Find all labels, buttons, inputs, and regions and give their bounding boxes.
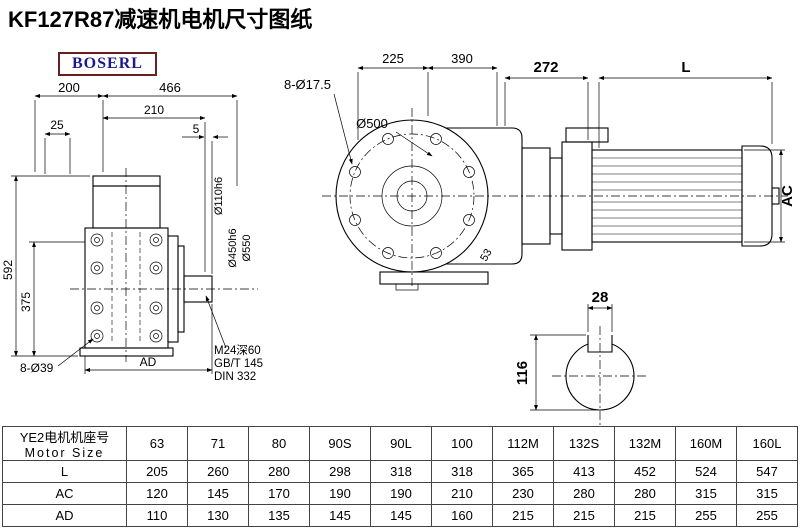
column-header: 63 (126, 426, 188, 461)
flange-bolt-holes-label: 8-Ø17.5 (284, 77, 331, 92)
flange-bolt-holes (349, 133, 475, 259)
table-cell: 170 (248, 482, 310, 505)
table-cell: 145 (187, 482, 249, 505)
tap-note-line2: GB/T 145 (214, 358, 263, 370)
tap-note-line3: DIN 332 (214, 371, 256, 383)
fan-cowl (741, 145, 773, 247)
dim-label-ad: AD (140, 355, 157, 369)
table-header-row: YE2电机机座号 Motor Size 63 71 80 90S 90L 100… (2, 426, 798, 461)
column-header: 112M (492, 426, 554, 461)
page-title: KF127R87减速机电机尺寸图纸 (8, 7, 313, 32)
dim-label-466: 466 (159, 80, 181, 95)
dim-label-210: 210 (144, 103, 164, 117)
dim-label-225: 225 (382, 51, 404, 66)
side-view-drawing: 53 2 (284, 51, 796, 291)
dim-label-53: 53 (478, 247, 495, 264)
table-cell: 145 (370, 504, 432, 527)
table-cell: 260 (187, 460, 249, 483)
front-bolt-holes-label: 8-Ø39 (20, 361, 54, 375)
dim-label-25: 25 (50, 118, 64, 132)
table-row-ad: AD 110 130 135 145 145 160 215 215 215 2… (2, 504, 798, 527)
dim-label-5: 5 (193, 122, 200, 136)
dim-label-592: 592 (1, 260, 15, 280)
shaft-height-dim-label: 116 (514, 361, 531, 385)
table-cell: 110 (126, 504, 188, 527)
terminal-box (565, 127, 609, 143)
table-cell: 547 (736, 460, 798, 483)
header-cn: YE2电机机座号 (19, 430, 110, 445)
column-header: 90S (309, 426, 371, 461)
front-view-drawing: 200 466 210 5 25 592 375 8-Ø39 (1, 80, 263, 383)
motor-diameter-dim-label: AC (779, 185, 796, 207)
table-cell: 318 (370, 460, 432, 483)
column-header: 132S (553, 426, 615, 461)
table-cell: 280 (614, 482, 676, 505)
column-header: 90L (370, 426, 432, 461)
motor-size-table: YE2电机机座号 Motor Size 63 71 80 90S 90L 100… (2, 426, 798, 527)
table-cell: 255 (736, 504, 798, 527)
column-header: 160L (736, 426, 798, 461)
table-cell: 160 (431, 504, 493, 527)
dim-label-375: 375 (19, 292, 33, 312)
table-cell: 315 (675, 482, 737, 505)
tap-note-line1: M24深60 (214, 343, 261, 357)
column-header: 160M (675, 426, 737, 461)
table-cell: 145 (309, 504, 371, 527)
row-label: AD (2, 504, 127, 527)
header-en: Motor Size (24, 446, 105, 460)
brand-logo: BOSERL (58, 52, 157, 76)
table-header-cell: YE2电机机座号 Motor Size (2, 426, 127, 461)
table-cell: 215 (492, 504, 554, 527)
table-cell: 452 (614, 460, 676, 483)
table-cell: 130 (187, 504, 249, 527)
table-cell: 210 (431, 482, 493, 505)
column-header: 71 (187, 426, 249, 461)
flange-diameter-label: Ø550 (241, 235, 253, 262)
table-cell: 230 (492, 482, 554, 505)
motor-cooling-fins (592, 157, 742, 235)
column-header: 80 (248, 426, 310, 461)
table-row-l: L 205 260 280 298 318 318 365 413 452 52… (2, 460, 798, 483)
table-cell: 365 (492, 460, 554, 483)
table-cell: 190 (370, 482, 432, 505)
motor-length-dim-label: L (681, 59, 690, 76)
column-header: 132M (614, 426, 676, 461)
table-cell: 318 (431, 460, 493, 483)
table-cell: 255 (675, 504, 737, 527)
table-cell: 524 (675, 460, 737, 483)
table-cell: 315 (736, 482, 798, 505)
table-cell: 205 (126, 460, 188, 483)
row-label: L (2, 460, 127, 483)
table-cell: 215 (614, 504, 676, 527)
shaft-diameter-label: Ø110h6 (213, 177, 225, 215)
front-bolt-holes (90, 233, 163, 343)
table-cell: 413 (553, 460, 615, 483)
shaft-section-drawing: 28 116 (514, 289, 648, 426)
table-cell: 280 (553, 482, 615, 505)
table-row-ac: AC 120 145 170 190 190 210 230 280 280 3… (2, 482, 798, 505)
flange-od-label: Ø500 (356, 116, 388, 131)
dim-label-200: 200 (58, 80, 80, 95)
table-cell: 190 (309, 482, 371, 505)
dim-label-272: 272 (533, 59, 558, 76)
technical-drawing: 200 466 210 5 25 592 375 8-Ø39 (1, 51, 796, 426)
row-label: AC (2, 482, 127, 505)
spigot-diameter-label: Ø450h6 (227, 228, 239, 267)
key-width-dim-label: 28 (592, 289, 609, 306)
table-cell: 298 (309, 460, 371, 483)
column-header: 100 (431, 426, 493, 461)
table-cell: 215 (553, 504, 615, 527)
table-cell: 280 (248, 460, 310, 483)
table-cell: 135 (248, 504, 310, 527)
dim-label-390: 390 (451, 51, 473, 66)
table-cell: 120 (126, 482, 188, 505)
